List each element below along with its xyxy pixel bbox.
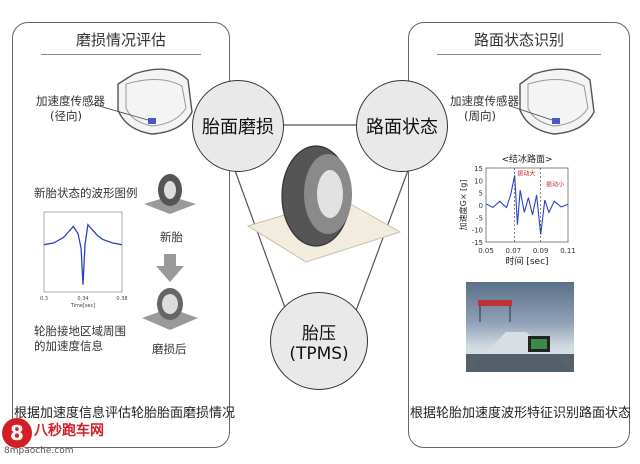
- y-tick-label: -5: [476, 214, 483, 222]
- chart-frame: [485, 167, 569, 243]
- x-tick-label: 0.05: [478, 247, 494, 255]
- road-condition-text: 路面状态: [366, 117, 438, 138]
- contact-area-label: 轮胎接地区域周围 的加速度信息: [34, 324, 126, 354]
- tread-wear-text: 胎面磨损: [202, 117, 274, 138]
- logo-url: 8mpaoche.com: [4, 446, 74, 456]
- radial-sensor-label-line2: (径向): [50, 109, 82, 123]
- annotation-small-vibration: 振动小: [546, 181, 564, 189]
- new-tire-waveform-line: [43, 223, 123, 285]
- y-tick-label: -10: [472, 227, 483, 235]
- road-condition-footer: 根据轮胎加速度波形特征识别路面状态: [410, 406, 632, 421]
- x-tick-label: 0.38: [116, 296, 127, 302]
- x-tick-label: 0.3: [40, 296, 48, 302]
- radial-sensor-label: 加速度传感器 (径向): [36, 94, 105, 124]
- icy-road-waveform-line: [485, 175, 569, 235]
- logo-name: 八秒跑车网: [34, 423, 104, 439]
- y-tick-label: 0: [479, 202, 483, 210]
- y-tick-label: -15: [472, 239, 483, 247]
- x-tick-label: 0.34: [77, 296, 88, 302]
- x-axis-label: Time[sec]: [70, 303, 96, 309]
- tpms-text: (TPMS): [289, 343, 349, 364]
- site-logo: 8 八秒跑车网 8mpaoche.com: [2, 418, 130, 458]
- waveform-label: 新胎状态的波形图例: [34, 186, 138, 200]
- y-tick-label: 5: [479, 190, 483, 198]
- x-tick-label: 0.09: [533, 247, 549, 255]
- logo-badge: 8: [2, 418, 32, 448]
- tire-pressure-text: 胎压: [302, 323, 336, 344]
- new-tire-label: 新胎: [160, 230, 183, 244]
- y-tick-label: 15: [474, 165, 483, 173]
- wear-assessment-footer: 根据加速度信息评估轮胎胎面磨损情况: [14, 406, 236, 421]
- chart-title: <结冰路面>: [501, 153, 552, 165]
- x-tick-label: 0.07: [506, 247, 522, 255]
- contact-area-label-line2: 的加速度信息: [34, 339, 103, 353]
- road-condition-circle: 路面状态: [356, 80, 448, 172]
- circumferential-sensor-label-line2: (周向): [464, 109, 496, 123]
- circumferential-sensor-label-line1: 加速度传感器: [450, 94, 519, 108]
- y-tick-label: 10: [474, 177, 483, 185]
- icy-road-photo: [466, 282, 574, 372]
- road-condition-title: 路面状态识别: [409, 23, 629, 57]
- circumferential-sensor-label: 加速度传感器 (周向): [450, 94, 519, 124]
- x-tick-label: 0.11: [560, 247, 576, 255]
- contact-area-label-line1: 轮胎接地区域周围: [34, 324, 126, 338]
- wear-assessment-title: 磨损情况评估: [13, 23, 229, 57]
- tread-wear-circle: 胎面磨损: [192, 80, 284, 172]
- annotation-large-vibration: 振动大: [517, 169, 535, 177]
- y-axis-label: 加速度G× [g]: [458, 180, 468, 231]
- x-axis-label: 时间 [sec]: [505, 255, 548, 267]
- radial-sensor-label-line1: 加速度传感器: [36, 94, 105, 108]
- worn-tire-label: 磨损后: [152, 342, 187, 356]
- tire-pressure-circle: 胎压 (TPMS): [270, 292, 368, 390]
